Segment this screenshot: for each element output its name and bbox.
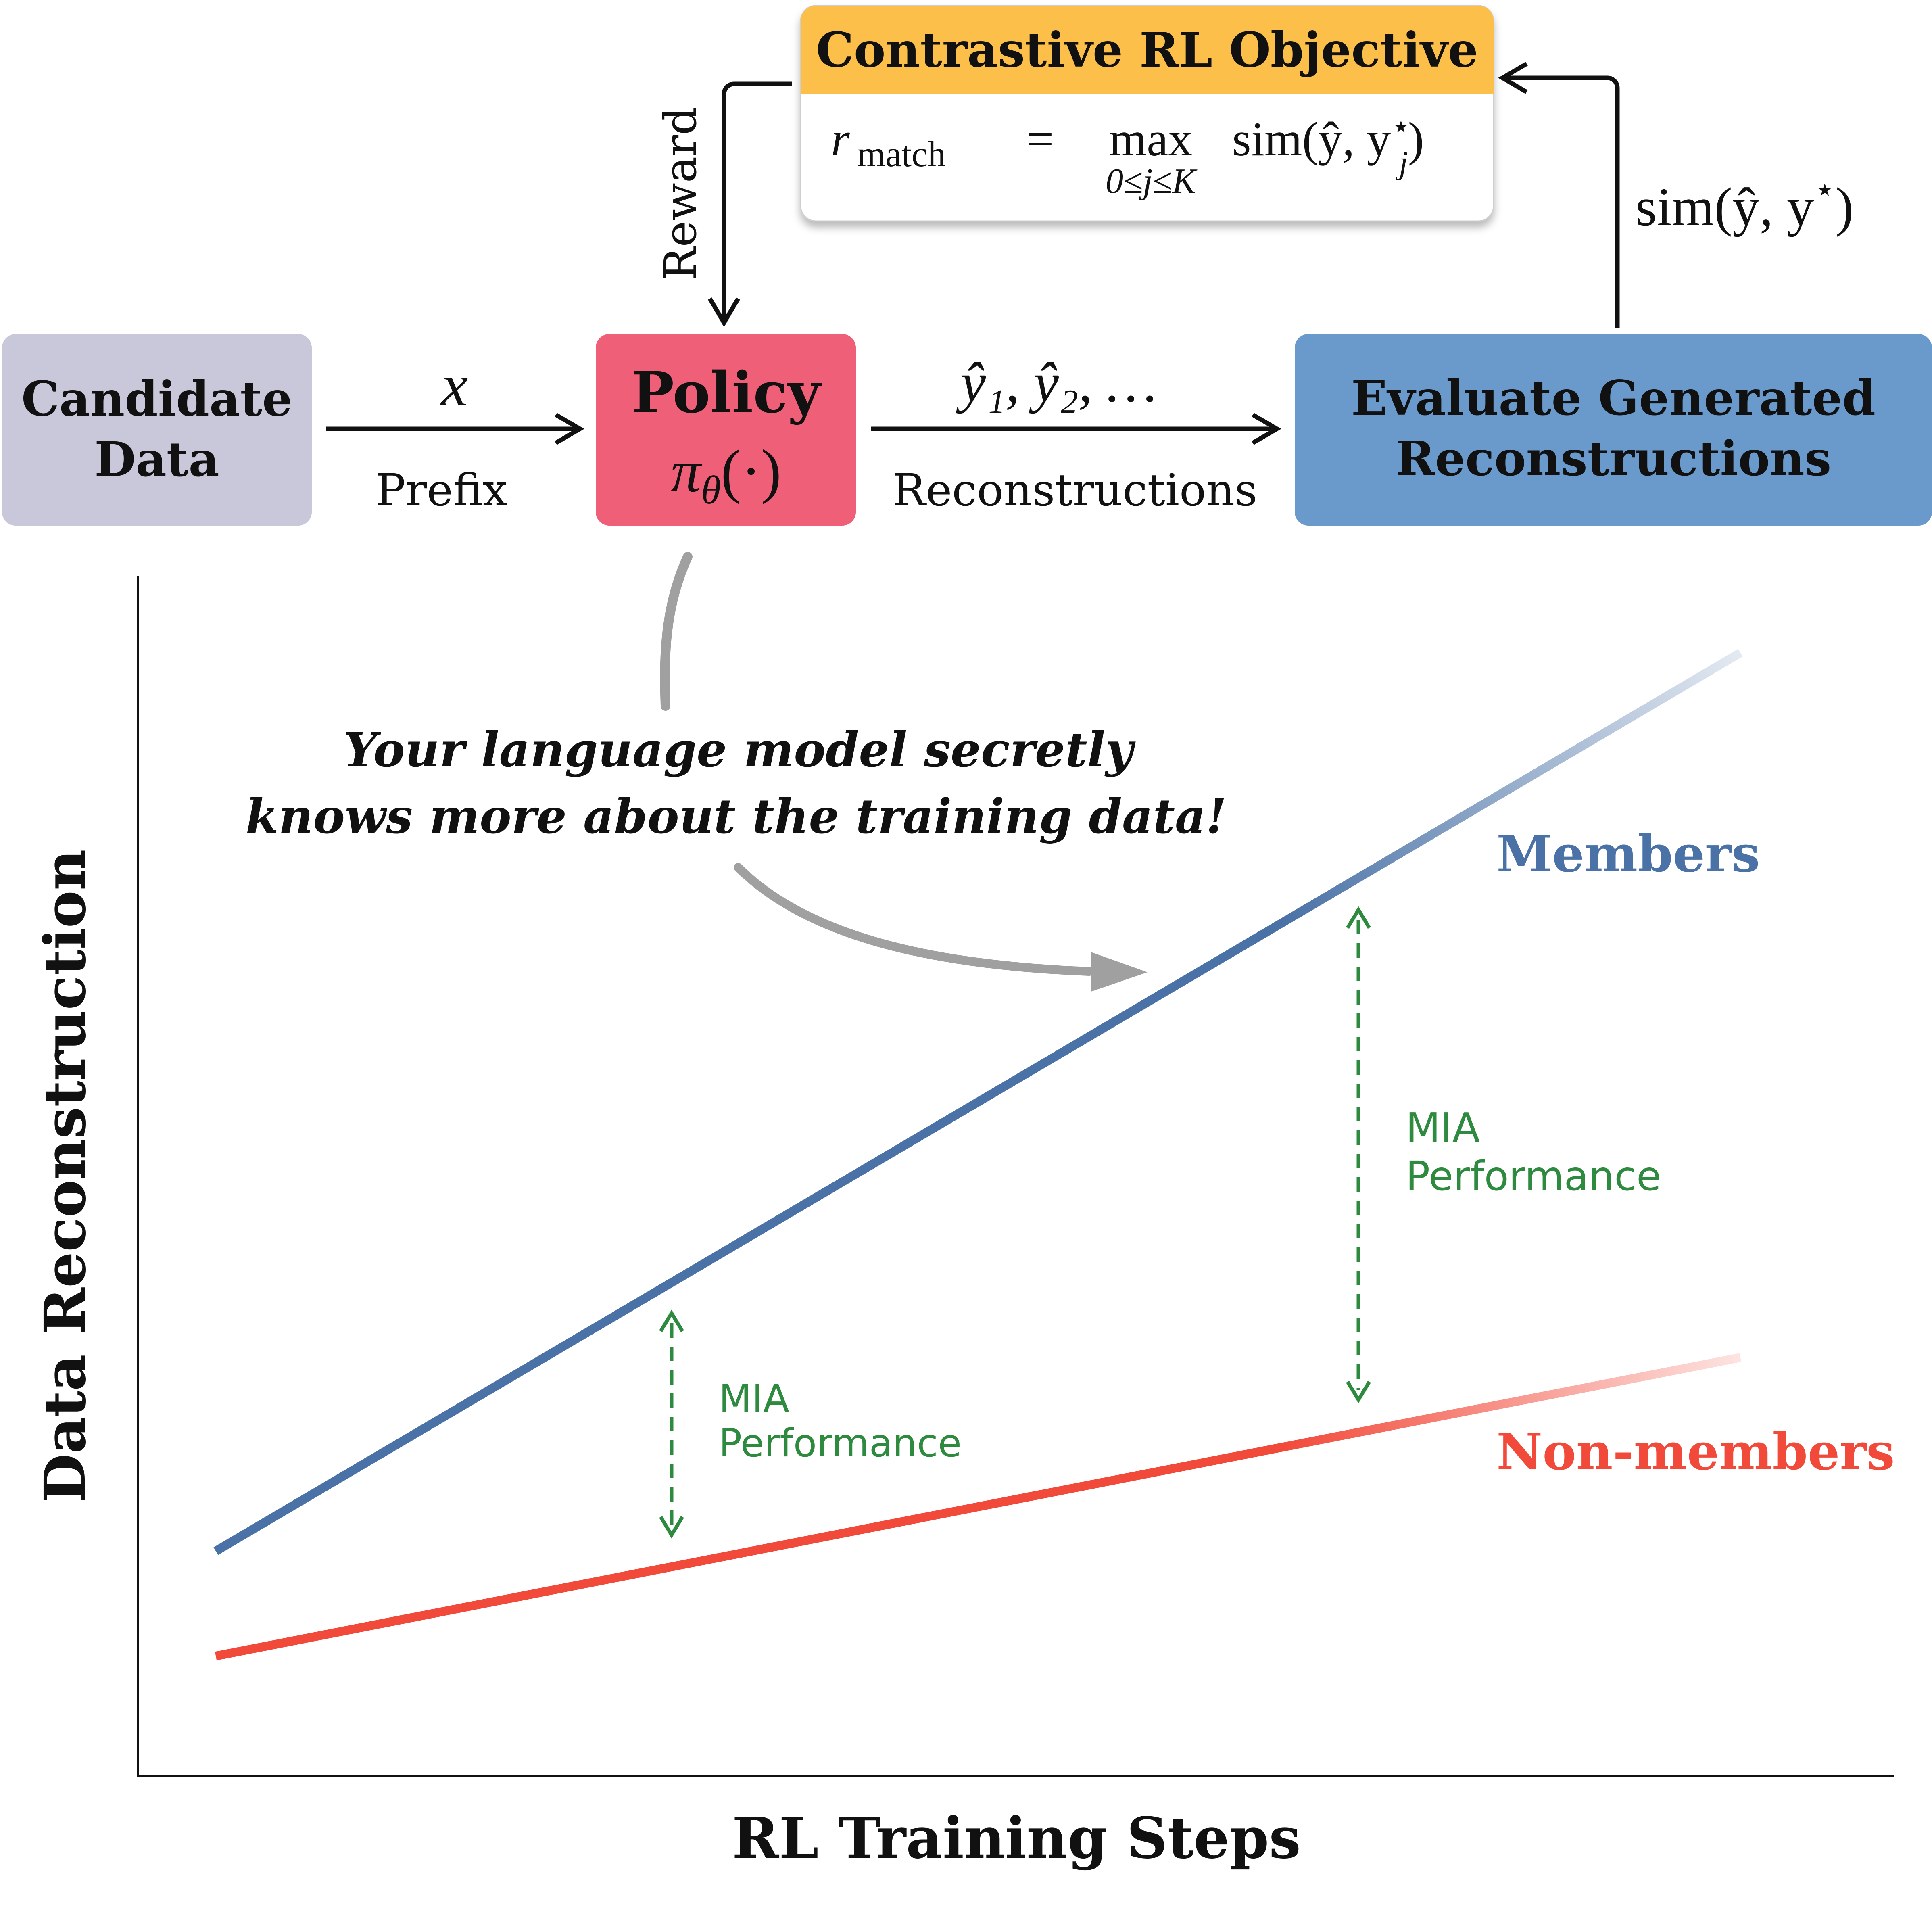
prefix-label: Prefix [376,464,507,516]
mia-gap-1-head-up [659,1309,684,1332]
callout-bottom-curve [734,863,1093,976]
mia-gap-1-label-line2: Performance [719,1421,962,1466]
sim-arrow-label: sim(ŷ, y⋆) [1636,171,1854,237]
nonmembers-label: Non-members [1496,1422,1895,1481]
policy-box: Policy πθ(·) [596,334,856,526]
objective-title: Contrastive RL Objective [816,22,1478,78]
reward-arrow: Reward [655,81,792,327]
mia-gap-2-label-line1: MIA [1406,1104,1480,1151]
y-axis-label: Data Reconstruction [32,849,98,1502]
candidate-data-box: Candidate Data [2,334,312,526]
callout-top-curve [660,552,693,711]
formula-r: r [831,112,850,166]
evaluate-line1: Evaluate Generated [1351,370,1876,426]
mia-gap-2-label-line2: Performance [1406,1153,1661,1200]
formula-max: max [1109,112,1193,166]
evaluate-line2: Reconstructions [1396,430,1832,487]
policy-title: Policy [632,360,822,426]
mia-gap-2-head-up [1346,906,1371,929]
evaluate-box: Evaluate Generated Reconstructions [1295,334,1932,526]
evaluate-rect [1295,334,1932,526]
reward-label: Reward [655,107,706,281]
objective-box: Contrastive RL Objective r match = max 0… [800,5,1494,222]
reconstructions-symbol: ŷ₁, ŷ₂, … [956,351,1157,414]
members-line [213,649,1743,1555]
prefix-symbol: x [440,352,468,419]
objective-header [801,6,1494,94]
nonmembers-line [215,1353,1742,1660]
candidate-data-line1: Candidate [21,371,292,427]
chart: RL Training Steps Data Reconstruction Me… [32,576,1895,1871]
candidate-data-rect [2,334,312,526]
mia-gap-1-label-line1: MIA [719,1377,789,1421]
sim-arrow: sim(ŷ, y⋆) [1498,62,1854,328]
reconstructions-arrow-head [1252,413,1281,445]
reconstructions-label: Reconstructions [892,464,1257,516]
policy-rect [596,334,856,526]
callout-arrowhead [1091,952,1148,992]
x-axis-label: RL Training Steps [732,1805,1301,1871]
reward-arrow-head [708,297,740,327]
mia-gap-1: MIA Performance [659,1309,962,1539]
prefix-arrow: x Prefix [326,352,584,516]
policy-formula: πθ(·) [671,438,781,512]
sim-arrow-shaft [1504,75,1620,328]
mia-gap-2-head-down [1346,1380,1371,1403]
annotation-line2: knows more about the training data! [246,788,1227,844]
reconstructions-arrow: ŷ₁, ŷ₂, … Reconstructions [871,351,1281,516]
formula-sim: sim(ŷ, y⋆j) [1232,109,1424,181]
mia-gap-2: MIA Performance [1346,906,1661,1403]
candidate-data-line2: Data [94,431,219,487]
formula-r-sub: match [857,134,946,174]
objective-formula: r match = max 0≤j≤K sim(ŷ, y⋆j) [831,109,1424,201]
sim-arrow-head [1498,62,1528,94]
mia-gap-1-head-down [659,1516,684,1539]
prefix-arrow-head [555,413,584,445]
formula-max-sub: 0≤j≤K [1106,162,1198,201]
members-label: Members [1496,825,1760,883]
reward-arrow-shaft [722,81,792,319]
annotation-line1: Your language model secretly [343,722,1136,778]
formula-equals: = [1027,112,1054,166]
